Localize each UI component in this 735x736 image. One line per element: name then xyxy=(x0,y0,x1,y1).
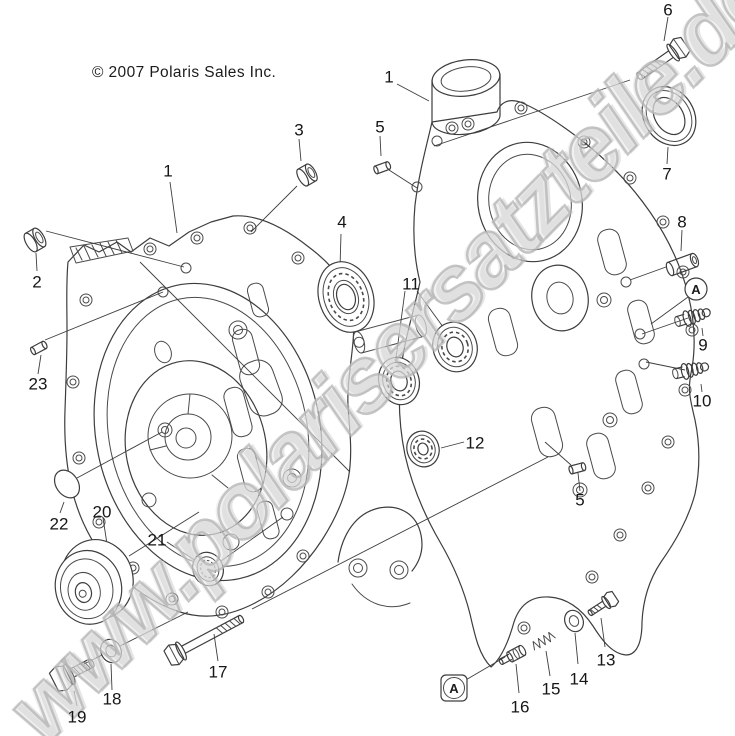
callout-case-left: 1 xyxy=(163,161,173,181)
part-spring xyxy=(532,631,556,651)
part-bolt-flange xyxy=(48,658,95,692)
right-case-bolt-holes xyxy=(445,101,699,635)
part-ring-threaded xyxy=(192,551,224,587)
part-bearing-pair-b xyxy=(432,321,478,373)
part-bolt-top xyxy=(636,36,691,81)
callout-bolt-long: 17 xyxy=(208,662,228,682)
callout-seal: 7 xyxy=(662,164,672,184)
callout-bushing-left: 2 xyxy=(32,272,42,292)
callout-bolt-small: 13 xyxy=(596,650,616,670)
ref-marker-bottom-icon: A xyxy=(440,674,468,702)
right-crankcase xyxy=(337,59,700,668)
part-bushing-left xyxy=(23,227,47,253)
part-bolt-small xyxy=(587,590,620,617)
part-fitting-upper xyxy=(674,308,711,327)
callout-bolt-top: 6 xyxy=(663,0,673,20)
left-crankcase xyxy=(64,215,355,619)
ref-marker-right-label: A xyxy=(691,282,701,297)
part-washer-small xyxy=(564,609,584,633)
ref-marker-right-icon: A xyxy=(684,277,708,301)
left-case-bracket-hatch xyxy=(69,237,134,264)
part-dowel-right xyxy=(568,462,587,475)
callout-fitting-lower: 10 xyxy=(692,391,712,411)
callout-bolt-flange: 19 xyxy=(67,707,87,727)
callout-washer: 18 xyxy=(102,689,122,709)
mid-tube-boss xyxy=(352,314,428,354)
part-seal xyxy=(641,85,697,147)
spigot-cylinder xyxy=(431,59,501,147)
part-dowel-pin xyxy=(665,252,700,277)
copyright-notice: © 2007 Polaris Sales Inc. xyxy=(92,64,277,81)
callout-bearing-pair: 11 xyxy=(402,274,420,294)
callout-ring-threaded: 21 xyxy=(147,530,167,550)
callout-spring: 15 xyxy=(541,679,561,699)
callout-bushing-top: 3 xyxy=(294,120,304,140)
part-bushing-top xyxy=(296,163,318,187)
callout-plug: 22 xyxy=(49,514,69,534)
part-dowel-left xyxy=(373,161,392,175)
right-case-lower-lug xyxy=(337,506,423,608)
callout-dowel-pin: 8 xyxy=(677,212,687,232)
part-bearing-pair-a xyxy=(377,356,421,406)
right-case-rib-cutouts xyxy=(487,228,655,480)
callout-dowel-left: 5 xyxy=(375,117,385,137)
part-bearing-small xyxy=(406,430,440,468)
callout-pin-small: 23 xyxy=(28,374,48,394)
callout-case-right: 1 xyxy=(384,67,394,87)
part-plug xyxy=(53,469,81,499)
callout-valve: 16 xyxy=(510,697,530,717)
callout-washer-small: 14 xyxy=(569,669,589,689)
part-valve xyxy=(498,644,527,666)
callout-fitting-upper: 9 xyxy=(698,335,708,355)
part-washer xyxy=(100,638,122,664)
part-bearing-large xyxy=(317,261,375,333)
part-tensioner xyxy=(54,538,134,625)
part-bolt-long xyxy=(163,614,245,666)
callout-dowel-right: 5 xyxy=(575,490,585,510)
callout-bearing-large: 4 xyxy=(337,212,347,232)
callout-tensioner: 20 xyxy=(92,502,112,522)
part-pin-small xyxy=(29,340,48,356)
part-fitting-lower xyxy=(672,362,710,380)
callout-bearing-small: 12 xyxy=(465,433,485,453)
ref-marker-bottom-label: A xyxy=(449,681,459,696)
